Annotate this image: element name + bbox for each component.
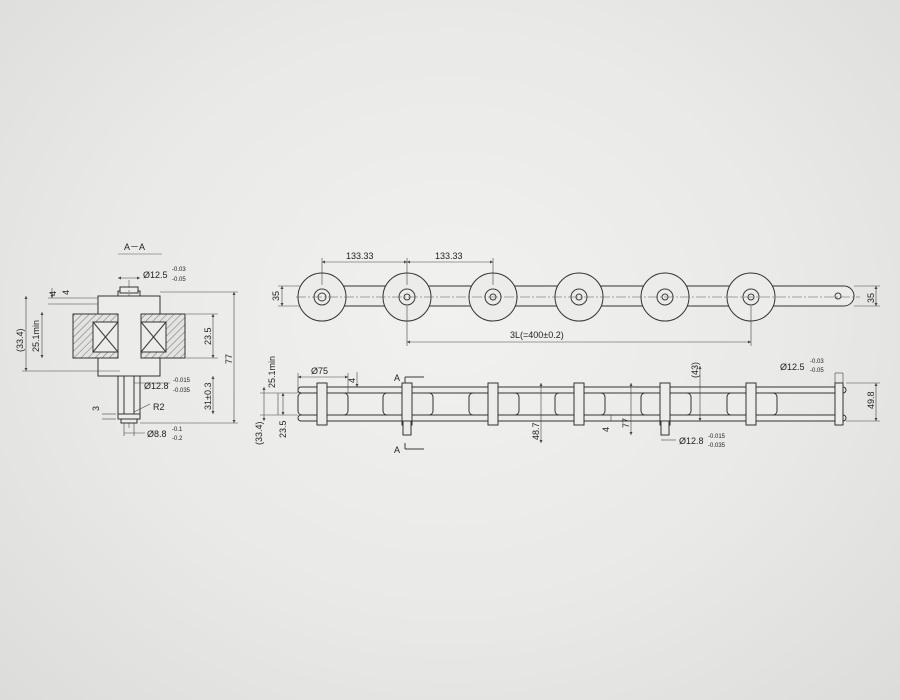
side-roller-6	[726, 382, 778, 426]
top-view: 133.33 133.33 35 35 3L(=400±0.2)	[271, 251, 880, 346]
side-shaft-top-tol-lower: -0.05	[810, 368, 824, 374]
side-roller-2	[382, 382, 434, 426]
section-shaft-mid-tol-upper: -0.015	[173, 378, 191, 384]
top-height-left: 35	[271, 291, 281, 301]
side-roller-dia: Ø75	[311, 366, 328, 376]
section-view-a-a: A－A Ø12.5 -0.03 -0.05 4 4 (33.4)	[15, 242, 238, 442]
side-shaft-top-dia: Ø12.5	[780, 362, 805, 372]
section-dim-25-1: 25.1min	[31, 320, 41, 352]
section-pin-tol-lower: -0.2	[172, 436, 183, 442]
side-dim-48-7: 48.7	[531, 422, 541, 440]
side-view-rollers	[297, 382, 778, 426]
side-dim-23-5: 23.5	[278, 420, 288, 438]
side-dim-49-8: 49.8	[866, 391, 876, 409]
top-pitch-2: 133.33	[435, 251, 463, 261]
side-dim-25-1: 25.1min	[267, 356, 277, 388]
section-shaft-mid-tol-lower: -0.035	[173, 388, 191, 394]
side-link-plate-lower	[297, 414, 847, 422]
section-dim-77: 77	[224, 354, 234, 364]
side-roller-4	[554, 382, 606, 426]
side-dim-77: 77	[621, 418, 631, 428]
section-mark-bottom: A	[394, 445, 400, 455]
shaft-top-tol-lower: -0.05	[172, 277, 186, 283]
side-shaft-mid-dia: Ø12.8	[679, 436, 704, 446]
section-title: A－A	[124, 242, 145, 252]
top-height-right: 35	[866, 293, 876, 303]
section-dim-4b: 4	[61, 290, 71, 295]
section-pin-dia: Ø8.8	[147, 429, 167, 439]
side-view: A A Ø75 4 25.1min (33.4) 23.5 48.7 4 77 …	[254, 356, 880, 455]
side-dim-43: (43)	[690, 362, 700, 378]
top-pitch-1: 133.33	[346, 251, 374, 261]
section-dim-3: 3	[91, 406, 101, 411]
side-dim-33-4: (33.4)	[254, 421, 264, 445]
side-link-plate-upper	[297, 386, 847, 394]
section-dim-4: 4	[48, 291, 58, 296]
side-shaft-mid-tol-lower: -0.035	[708, 443, 726, 449]
section-dim-23-5: 23.5	[203, 327, 213, 345]
section-pin-tol-upper: -0.1	[172, 427, 183, 433]
side-roller-1	[297, 382, 349, 426]
side-dim-4b: 4	[601, 427, 611, 432]
top-roller-4	[554, 272, 604, 322]
top-total-length: 3L(=400±0.2)	[510, 330, 564, 340]
section-shaft-mid-dia: Ø12.8	[144, 381, 169, 391]
side-end-pin	[834, 382, 844, 426]
shaft-top-tol-upper: -0.03	[172, 267, 186, 273]
shaft-top-dia: Ø12.5	[143, 270, 168, 280]
section-mark-top: A	[394, 373, 400, 383]
side-axle-2	[660, 420, 670, 436]
side-shaft-mid-tol-upper: -0.015	[708, 434, 726, 440]
section-pin	[123, 375, 135, 421]
side-dim-4a: 4	[347, 378, 357, 383]
side-roller-3	[468, 382, 520, 426]
side-shaft-top-tol-upper: -0.03	[810, 359, 824, 365]
side-axle-1	[402, 420, 412, 436]
section-dim-33-4: (33.4)	[15, 328, 25, 352]
section-radius-r2: R2	[153, 402, 165, 412]
section-dim-31: 31±0.3	[203, 383, 213, 410]
